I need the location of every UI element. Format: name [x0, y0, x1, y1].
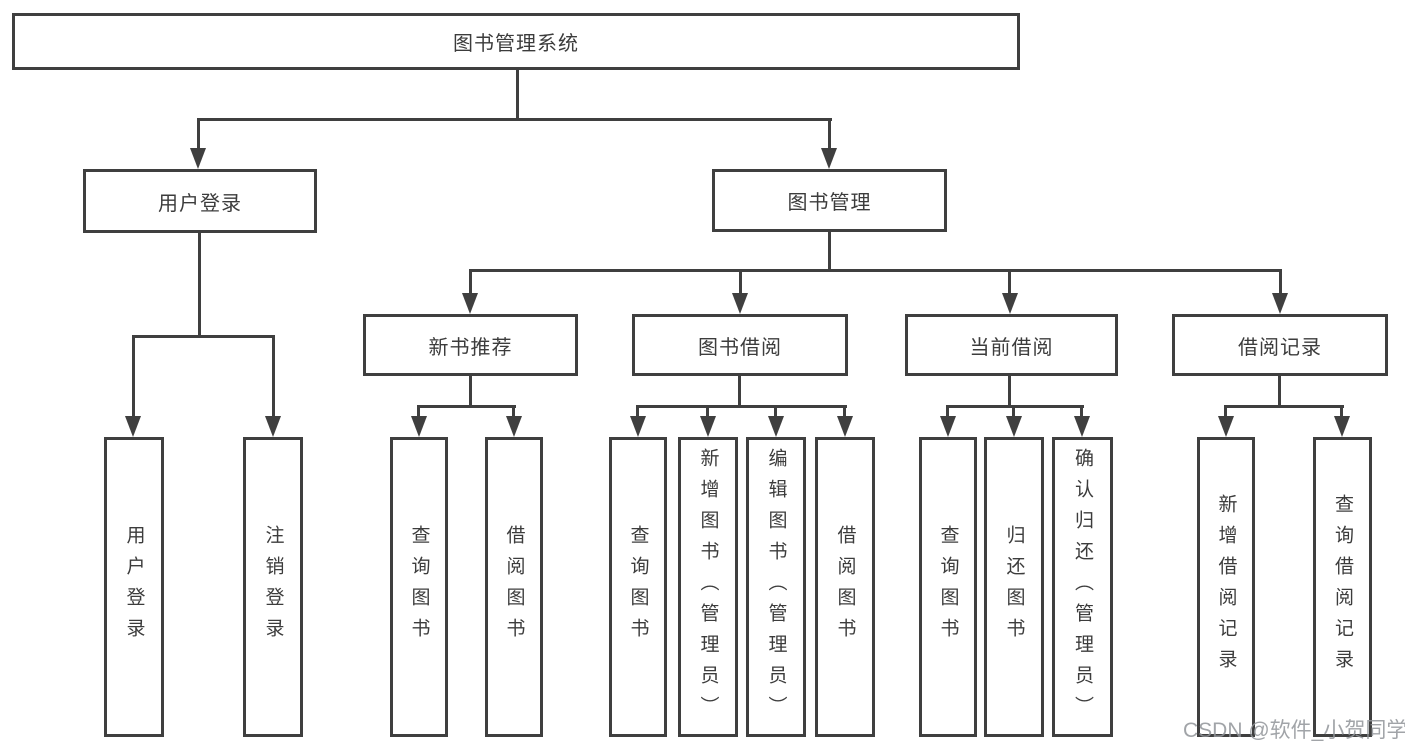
- arrowhead-icon: [700, 416, 716, 437]
- connector-line: [1340, 405, 1343, 418]
- connector-line: [739, 269, 742, 295]
- watermark: CSDN @软件_小贺同学: [1183, 719, 1405, 742]
- arrowhead-icon: [1006, 416, 1022, 437]
- connector-line: [198, 233, 201, 338]
- node-query-books-recommend: 查询图书: [390, 437, 448, 737]
- arrowhead-icon: [411, 416, 427, 437]
- arrowhead-icon: [462, 293, 478, 314]
- connector-line: [1278, 376, 1281, 408]
- connector-line: [828, 118, 831, 150]
- connector-line: [417, 405, 516, 408]
- arrowhead-icon: [630, 416, 646, 437]
- node-borrow-records: 借阅记录: [1172, 314, 1388, 376]
- connector-line: [636, 405, 639, 418]
- node-book-management: 图书管理: [712, 169, 947, 232]
- connector-line: [516, 69, 519, 120]
- node-borrow-books-recommend: 借阅图书: [485, 437, 543, 737]
- node-query-books-current: 查询图书: [919, 437, 977, 737]
- node-edit-books-admin: 编辑图书（管理员）: [746, 437, 806, 737]
- arrowhead-icon: [1218, 416, 1234, 437]
- node-borrow-books-leaf: 借阅图书: [815, 437, 875, 737]
- connector-line: [132, 335, 275, 338]
- arrowhead-icon: [732, 293, 748, 314]
- node-user-login: 用户登录: [83, 169, 317, 233]
- arrowhead-icon: [506, 416, 522, 437]
- arrowhead-icon: [940, 416, 956, 437]
- arrowhead-icon: [821, 148, 837, 169]
- node-logout-leaf: 注销登录: [243, 437, 303, 737]
- node-user-login-leaf: 用户登录: [104, 437, 164, 737]
- node-query-books-borrow: 查询图书: [609, 437, 667, 737]
- node-confirm-return-admin: 确认归还（管理员）: [1052, 437, 1113, 737]
- node-add-books-admin: 新增图书（管理员）: [678, 437, 738, 737]
- connector-line: [272, 335, 275, 418]
- connector-line: [1008, 269, 1011, 295]
- node-add-borrow-record: 新增借阅记录: [1197, 437, 1255, 737]
- connector-line: [774, 405, 777, 418]
- node-book-borrow: 图书借阅: [632, 314, 848, 376]
- arrowhead-icon: [837, 416, 853, 437]
- arrowhead-icon: [1002, 293, 1018, 314]
- connector-line: [512, 405, 515, 418]
- arrowhead-icon: [1272, 293, 1288, 314]
- arrowhead-icon: [125, 416, 141, 437]
- connector-line: [197, 118, 200, 150]
- connector-line: [1012, 405, 1015, 418]
- node-return-books: 归还图书: [984, 437, 1044, 737]
- connector-line: [828, 232, 831, 272]
- arrowhead-icon: [1334, 416, 1350, 437]
- arrowhead-icon: [1074, 416, 1090, 437]
- connector-line: [1224, 405, 1227, 418]
- connector-line: [738, 376, 741, 408]
- connector-line: [197, 118, 832, 121]
- connector-line: [1279, 269, 1282, 295]
- connector-line: [1008, 376, 1011, 408]
- arrowhead-icon: [190, 148, 206, 169]
- arrowhead-icon: [768, 416, 784, 437]
- connector-line: [843, 405, 846, 418]
- connector-line: [469, 376, 472, 408]
- connector-line: [946, 405, 949, 418]
- node-library-system: 图书管理系统: [12, 13, 1020, 70]
- connector-line: [1224, 405, 1344, 408]
- arrowhead-icon: [265, 416, 281, 437]
- connector-line: [132, 335, 135, 418]
- connector-line: [1080, 405, 1083, 418]
- connector-line: [946, 405, 1084, 408]
- node-query-borrow-record: 查询借阅记录: [1313, 437, 1372, 737]
- connector-line: [417, 405, 420, 418]
- node-current-borrow: 当前借阅: [905, 314, 1118, 376]
- connector-line: [469, 269, 472, 295]
- connector-line: [706, 405, 709, 418]
- node-new-book-recommend: 新书推荐: [363, 314, 578, 376]
- connector-line: [636, 405, 847, 408]
- connector-line: [469, 269, 1282, 272]
